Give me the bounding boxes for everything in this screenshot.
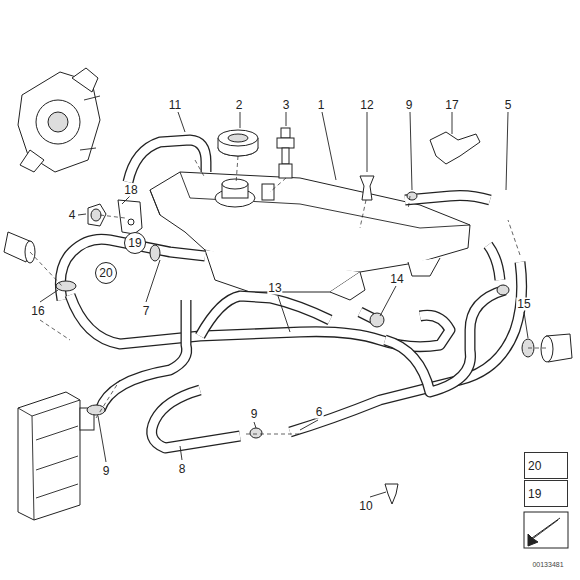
callout-number: 17 [444, 99, 459, 112]
callout-number: 2 [235, 99, 244, 112]
drawing-stroke [277, 138, 294, 148]
throttle-body [18, 68, 100, 172]
callout-number: 10 [358, 500, 373, 513]
hose [290, 262, 522, 432]
drawing-stroke [150, 245, 160, 261]
clip [385, 484, 398, 504]
cap [218, 130, 258, 156]
clip [360, 176, 374, 200]
callout-number: 1 [317, 99, 326, 112]
drawing-stroke [128, 219, 134, 225]
circled-callout: 19 [124, 232, 146, 254]
hose [488, 245, 500, 280]
level-sensor [277, 128, 294, 178]
callout-number: 3 [282, 99, 291, 112]
drawing-stroke [408, 258, 440, 276]
callout-number: 5 [504, 99, 513, 112]
hose [152, 390, 240, 448]
callout-number: 6 [315, 406, 324, 419]
drawing-stroke [528, 518, 560, 546]
drawing-stroke [87, 405, 105, 415]
callout-number: 18 [123, 184, 138, 197]
callout-number: 15 [516, 298, 531, 311]
callout-number: 9 [102, 465, 111, 478]
drawing-stroke [30, 156, 548, 434]
callout-number: 9 [250, 408, 259, 421]
pipe-end [4, 232, 35, 263]
circled-callout: 20 [95, 262, 117, 284]
callout-number: 12 [359, 99, 374, 112]
drawing-stroke [20, 150, 44, 172]
hose-clamp [56, 192, 534, 438]
drawing-stroke [279, 164, 292, 178]
drawing-stroke [524, 512, 568, 548]
callout-number: 8 [178, 463, 187, 476]
drawing-stroke [407, 192, 417, 200]
hose [200, 296, 330, 336]
holder [430, 132, 480, 164]
callout-number: 11 [168, 99, 182, 112]
drawing-stroke [91, 209, 101, 221]
callout-number: 19 [128, 236, 141, 250]
hose [100, 300, 187, 410]
hose [128, 140, 206, 182]
drawing-stroke [541, 336, 553, 362]
drawing-stroke [218, 130, 258, 146]
drawing-stroke [281, 128, 290, 138]
callout-number: 13 [267, 282, 282, 295]
drawing-stroke [282, 148, 289, 164]
drawing-stroke [18, 392, 80, 520]
drawing-stroke [88, 204, 106, 226]
drawing-stroke [497, 285, 509, 295]
callout-number: 20 [99, 266, 112, 280]
expansion-tank [150, 172, 470, 300]
grommet [88, 204, 106, 226]
drawing-stroke [228, 134, 248, 142]
callout-number: 19 [528, 487, 541, 501]
drawing-stroke [72, 68, 98, 92]
hose [385, 290, 505, 392]
hose [488, 245, 500, 280]
drawing-stroke [48, 112, 68, 132]
drawing-stroke [531, 520, 558, 540]
hose [128, 140, 206, 182]
drawing-stroke [36, 426, 78, 498]
callout-number: 7 [142, 305, 151, 318]
drawing-stroke [330, 272, 365, 300]
legend-box: 19 [524, 480, 568, 507]
hose [100, 300, 187, 410]
hose [385, 290, 505, 392]
bracket [118, 200, 142, 234]
drawing-stroke [36, 100, 80, 144]
hose [290, 262, 522, 432]
drawing-stroke [178, 112, 508, 190]
hose [152, 390, 240, 448]
drawing-stroke [80, 96, 100, 150]
drawing-stroke [370, 313, 384, 327]
radiator [18, 392, 94, 520]
drawing-stroke [18, 400, 80, 520]
drawing-number: 00133481 [531, 561, 564, 569]
legend-box: 20 [524, 452, 568, 479]
callout-number: 9 [405, 99, 414, 112]
hose [405, 196, 490, 201]
callout-number: 20 [528, 459, 541, 473]
drawing-stroke [40, 196, 528, 497]
drawing-stroke [250, 428, 262, 438]
callout-number: 4 [68, 209, 77, 222]
drawing-stroke [222, 179, 248, 189]
callout-number: 16 [30, 305, 45, 318]
callout-number: 14 [389, 273, 404, 286]
hose [200, 296, 330, 336]
drawing-stroke [262, 184, 274, 200]
hose [405, 196, 490, 201]
